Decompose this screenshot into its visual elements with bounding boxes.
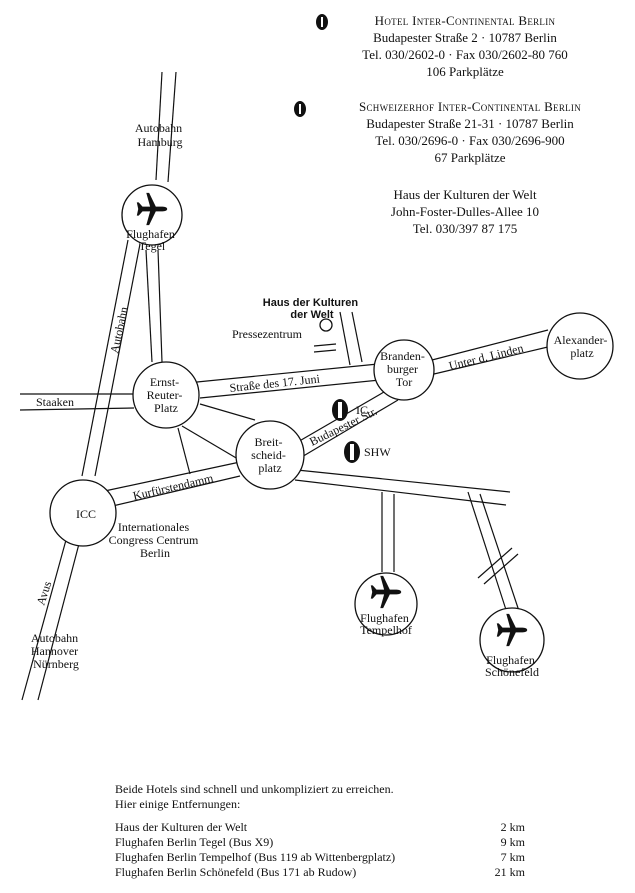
label-breitscheidplatz: Breit- scheid- platz: [251, 435, 289, 475]
label-autobahn-south: Autobahn Hannover Nürnberg: [31, 631, 81, 671]
distance-km: 7 km: [500, 850, 525, 864]
hotel-ic-parking: 106 Parkplätze: [426, 64, 504, 79]
label-tegel: Flughafen Tegel: [126, 227, 178, 253]
intro-text: Beide Hotels sind schnell und unkomplizi…: [115, 782, 394, 812]
label-icc: ICC: [76, 507, 96, 521]
label-pressezentrum: Pressezentrum: [232, 327, 303, 341]
hkw-street: John-Foster-Dulles-Allee 10: [390, 204, 540, 219]
intro-line: Beide Hotels sind schnell und unkomplizi…: [115, 782, 394, 796]
intercontinental-logo-icon: [316, 14, 328, 30]
label-autobahn-hamburg: Autobahn Hamburg: [135, 121, 185, 149]
label-staaken: Staaken: [36, 395, 74, 409]
tempelhof-circle: [354, 572, 418, 636]
label-brandenburger: Branden- burger Tor: [380, 349, 428, 389]
icc-circle: [49, 479, 117, 547]
breitscheidplatz-circle: [235, 420, 305, 490]
hkw-address: Haus der Kulturen der Welt John-Foster-D…: [330, 186, 600, 237]
label-kurfuerstendamm: Kurfürstendamm: [132, 471, 216, 503]
hkw-name: Haus der Kulturen der Welt: [393, 187, 537, 202]
distance-place: Flughafen Berlin Tempelhof (Bus 119 ab W…: [115, 850, 396, 864]
distance-place: Haus der Kulturen der Welt: [115, 820, 248, 834]
distance-km: 9 km: [500, 835, 525, 849]
intro-line: Hier einige Entfernungen:: [115, 797, 241, 811]
roads: [19, 71, 553, 701]
hotel-markers: [332, 399, 360, 463]
hotel-shw-street: Budapester Straße 21-31 · 10787 Berlin: [366, 116, 574, 131]
distance-place: Flughafen Berlin Schönefeld (Bus 171 ab …: [115, 865, 357, 879]
pressezentrum-circle: [319, 318, 333, 332]
label-tempelhof: Flughafen Tempelhof: [360, 611, 412, 637]
label-ic: IC: [356, 403, 368, 417]
hotel-ic-street: Budapester Straße 2 · 10787 Berlin: [373, 30, 557, 45]
distance-row: Flughafen Berlin Tempelhof (Bus 119 ab W…: [115, 850, 525, 865]
distance-row: Flughafen Berlin Schönefeld (Bus 171 ab …: [115, 865, 525, 880]
hotel-ic-name: Hotel Inter-Continental Berlin: [374, 13, 556, 28]
hkw-phone: Tel. 030/397 87 175: [412, 221, 518, 236]
hotel-shw-address: Schweizerhof Inter-Continental Berlin Bu…: [305, 98, 635, 166]
distance-km: 21 km: [494, 865, 525, 879]
distance-row: Flughafen Berlin Tegel (Bus X9) 9 km: [115, 835, 525, 850]
distance-km: 2 km: [500, 820, 525, 834]
label-icc-full: Internationales Congress Centrum Berlin: [109, 520, 202, 560]
hotel-shw-parking: 67 Parkplätze: [434, 150, 506, 165]
distance-place: Flughafen Berlin Tegel (Bus X9): [115, 835, 274, 849]
label-schoenefeld: Flughafen Schönefeld: [485, 653, 539, 679]
distance-row: Haus der Kulturen der Welt 2 km: [115, 820, 525, 835]
label-strasse-17-juni: Straße des 17. Juni: [229, 372, 321, 395]
label-hkw-map: Haus der Kulturen der Welt: [263, 297, 361, 321]
distance-table: Haus der Kulturen der Welt 2 km Flughafe…: [115, 820, 525, 880]
hotel-ic-phone: Tel. 030/2602-0 · Fax 030/2602-80 760: [362, 47, 568, 62]
hotel-shw-name: Schweizerhof Inter-Continental Berlin: [358, 99, 582, 114]
label-shw: SHW: [364, 445, 391, 459]
brandenburger-tor-circle: [373, 339, 435, 401]
hotel-shw-phone: Tel. 030/2696-0 · Fax 030/2696-900: [375, 133, 565, 148]
label-ernst-reuter: Ernst- Reuter- Platz: [147, 375, 186, 415]
intercontinental-logo-icon: [294, 101, 306, 117]
ernst-reuter-circle: [132, 361, 200, 429]
alexanderplatz-circle: [546, 312, 614, 380]
hotel-ic-address: Hotel Inter-Continental Berlin Budapeste…: [300, 12, 630, 80]
label-alexanderplatz: Alexander- platz: [554, 333, 611, 360]
label-avus: Avus: [34, 579, 55, 607]
place-circles: [49, 184, 614, 673]
